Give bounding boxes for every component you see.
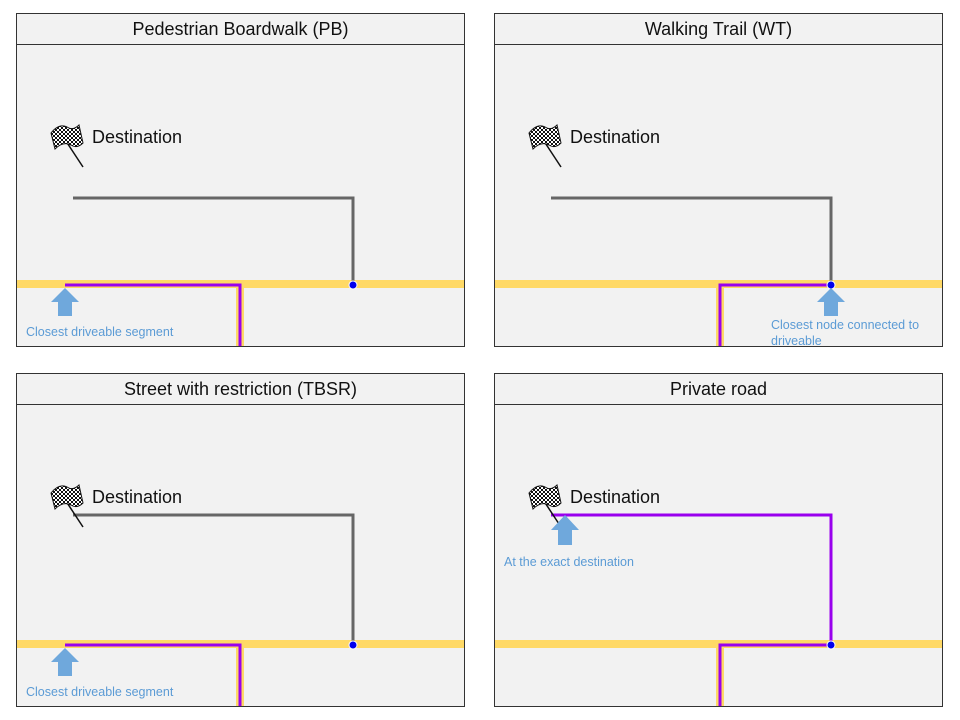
destination-label: Destination xyxy=(570,127,660,147)
restricted-street xyxy=(73,513,355,644)
panel-title: Pedestrian Boardwalk (PB) xyxy=(17,14,464,45)
connection-node xyxy=(348,280,358,290)
destination-label: Destination xyxy=(92,127,182,147)
caption-line: driveable xyxy=(771,334,822,347)
panel-title: Walking Trail (WT) xyxy=(495,14,942,45)
panel-title: Private road xyxy=(495,374,942,405)
panel-title: Street with restriction (TBSR) xyxy=(17,374,464,405)
caption-line: Closest driveable segment xyxy=(26,325,174,339)
checkered-flag-icon xyxy=(50,484,84,528)
checkered-flag-icon xyxy=(50,124,84,168)
destination-label: Destination xyxy=(92,487,182,507)
panel-walking-trail: Walking Trail (WT) Destination Closest n… xyxy=(494,13,943,347)
map-view: Destination Closest driveable segment xyxy=(17,484,464,706)
route-line xyxy=(65,283,242,346)
up-arrow-icon xyxy=(551,515,579,545)
checkered-flag-icon xyxy=(528,124,562,168)
panel-street-with-restriction: Street with restriction (TBSR) Destinati… xyxy=(16,373,465,707)
walkway-path xyxy=(73,196,355,284)
connection-node xyxy=(826,640,836,650)
up-arrow-icon xyxy=(817,288,845,316)
up-arrow-icon xyxy=(51,288,79,316)
map-view: Destination At the exact destination xyxy=(495,484,942,706)
caption-line: Closest node connected to xyxy=(771,318,919,332)
caption-line: Closest driveable segment xyxy=(26,685,174,699)
caption-line: At the exact destination xyxy=(504,555,634,569)
connection-node xyxy=(826,280,836,290)
route-line xyxy=(718,283,831,346)
panel-pedestrian-boardwalk: Pedestrian Boardwalk (PB) Destination Cl… xyxy=(16,13,465,347)
route-line xyxy=(551,513,833,706)
map-view: Destination Closest driveable segment xyxy=(17,124,464,346)
destination-label: Destination xyxy=(570,487,660,507)
checkered-flag-icon xyxy=(528,484,562,528)
route-line xyxy=(65,643,242,706)
panel-private-road: Private road Destination At the exact de… xyxy=(494,373,943,707)
up-arrow-icon xyxy=(51,648,79,676)
map-view: Destination Closest node connected to dr… xyxy=(495,124,942,347)
walkway-path xyxy=(551,196,833,284)
connection-node xyxy=(348,640,358,650)
